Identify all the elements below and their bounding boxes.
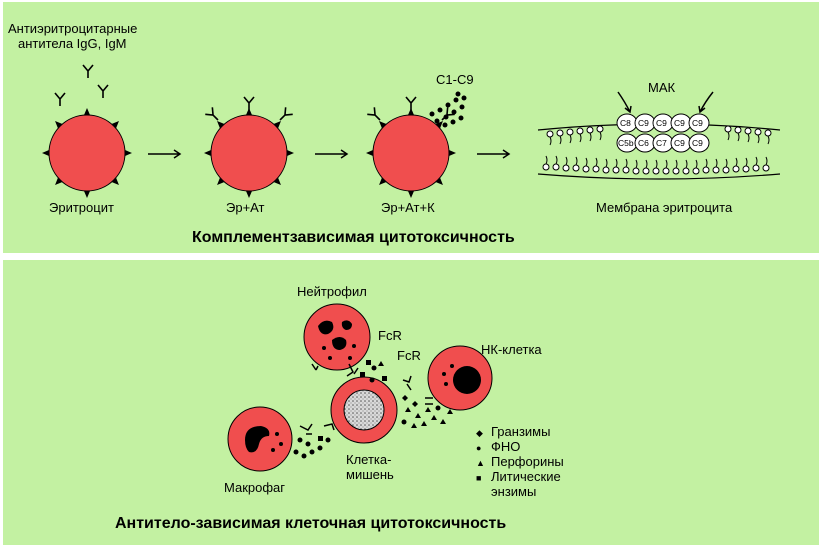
macrophage-cell [227, 406, 293, 472]
antibodies-label-2: антитела IgG, IgM [18, 36, 127, 51]
top-caption: Комплементзависимая цитотоксичность [192, 229, 515, 246]
mac-bottom-2: C7 [656, 138, 667, 148]
membrane-label: Мембрана эритроцита [596, 200, 733, 215]
neutrophil-particles [360, 360, 387, 383]
mac-top-4: C9 [692, 118, 703, 128]
target-label-2: мишень [346, 467, 394, 482]
mac-top-2: C9 [656, 118, 667, 128]
arrow-icon [315, 149, 349, 159]
legend-symbol-1: ● [476, 443, 481, 453]
mac-bottom-0: C5b [618, 138, 634, 148]
mac-top-0: C8 [620, 118, 631, 128]
legend-symbol-0: ◆ [476, 428, 483, 438]
erythrocyte-antibody-complement-cell [366, 96, 456, 198]
stage-er-at-k-label: Эр+Ат+К [381, 200, 435, 215]
mac-bottom-4: C9 [692, 138, 703, 148]
legend: ◆ Гранзимы ● ФНО ▲ Перфорины ■ Литически… [476, 424, 564, 499]
complement-particles [429, 91, 467, 128]
legend-text-4: энзимы [491, 484, 536, 499]
legend-text-3: Литические [491, 469, 561, 484]
arrow-icon [617, 91, 632, 114]
nk-cell-label: НК-клетка [481, 342, 542, 357]
legend-text-2: Перфорины [491, 454, 564, 469]
nk-cell [427, 345, 493, 411]
erythrocyte-cell [42, 108, 132, 198]
nk-particles [401, 395, 453, 428]
stage-er-at-label: Эр+Ат [226, 200, 265, 215]
mac-top-3: C9 [674, 118, 685, 128]
neutrophil-label: Нейтрофил [297, 284, 367, 299]
bottom-caption: Антитело-зависимая клеточная цитотоксичн… [115, 515, 506, 532]
complement-label: С1-С9 [436, 72, 474, 87]
arrow-icon [698, 91, 714, 114]
mak-label: МАК [648, 80, 676, 95]
macrophage-particles [293, 436, 331, 459]
legend-symbol-3: ■ [476, 473, 481, 483]
arrow-icon [148, 149, 182, 159]
stage-erythrocyte-label: Эритроцит [49, 200, 114, 215]
fcr-label-2: FcR [397, 348, 421, 363]
macrophage-label: Макрофаг [224, 480, 285, 495]
target-label-1: Клетка- [346, 452, 391, 467]
mac-complex: C8 C9 C9 C9 C9 C5b C6 C7 C9 C9 [616, 113, 710, 153]
fcr-label-1: FcR [378, 328, 402, 343]
neutrophil-cell [303, 303, 371, 371]
mac-bottom-3: C9 [674, 138, 685, 148]
legend-text-1: ФНО [491, 439, 520, 454]
target-cell [330, 376, 398, 444]
legend-text-0: Гранзимы [491, 424, 550, 439]
mac-top-1: C9 [638, 118, 649, 128]
arrow-icon [477, 149, 511, 159]
erythrocyte-antibody-cell [204, 96, 294, 198]
bottom-panel [3, 260, 819, 545]
mac-bottom-1: C6 [638, 138, 649, 148]
antibody-bridges [299, 363, 433, 435]
antibodies-label-1: Антиэритроцитарные [8, 21, 137, 36]
legend-symbol-2: ▲ [476, 458, 485, 468]
